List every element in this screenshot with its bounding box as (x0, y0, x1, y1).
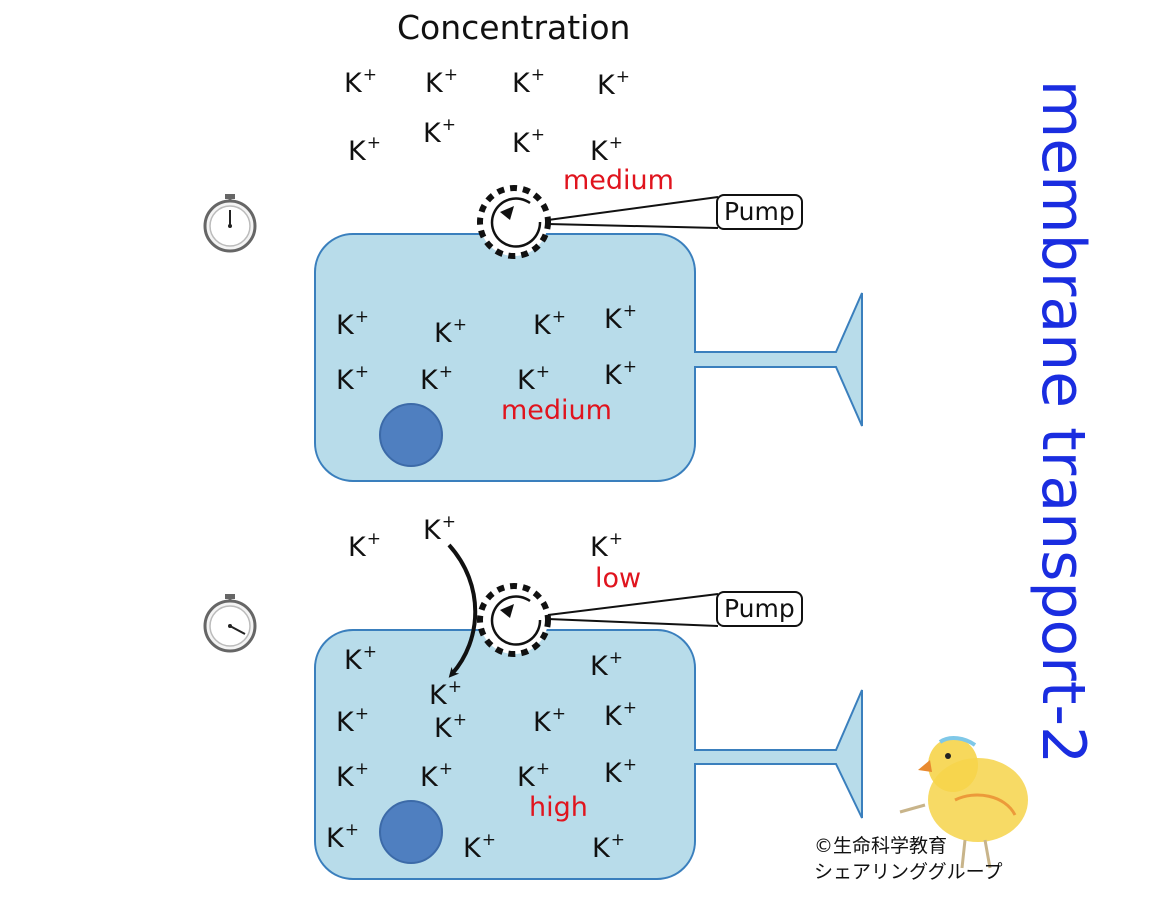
diagram-title: Concentration (397, 8, 631, 47)
copyright-line-1: ©生命科学教育 (814, 835, 948, 857)
panel-1-inside-level: medium (501, 395, 612, 426)
ion-p1-in-3: K+ (533, 307, 566, 341)
cell-1-nucleus (379, 403, 443, 467)
ion-p2-in-11: K+ (604, 755, 637, 789)
cell-1-stalk (691, 292, 863, 427)
diffusion-arrow (447, 543, 478, 678)
stopwatch-icon-2 (203, 594, 257, 653)
ion-p2-out-1: K+ (348, 529, 381, 563)
ion-p2-in-10: K+ (517, 759, 550, 793)
ion-p1-out-3: K+ (512, 65, 545, 99)
ion-p1-in-8: K+ (604, 357, 637, 391)
ion-p2-in-4: K+ (336, 704, 369, 738)
pump-label-2: Pump (716, 591, 803, 627)
ion-p2-in-12: K+ (326, 820, 359, 854)
pump-label-1: Pump (716, 194, 803, 230)
cell-2-stalk (691, 689, 863, 819)
ion-p2-out-3: K+ (590, 529, 623, 563)
panel-1-outside-level: medium (563, 165, 674, 196)
cell-1-body (314, 233, 696, 482)
ion-p1-in-2: K+ (434, 315, 467, 349)
ion-p2-in-13: K+ (463, 830, 496, 864)
ion-p1-out-8: K+ (590, 133, 623, 167)
panel-2-inside-level: high (529, 792, 588, 823)
ion-p2-in-7: K+ (604, 698, 637, 732)
ion-p1-in-4: K+ (604, 301, 637, 335)
ion-p1-in-5: K+ (336, 362, 369, 396)
cell-2-nucleus (379, 800, 443, 864)
ion-p1-out-5: K+ (348, 133, 381, 167)
ion-p1-out-7: K+ (512, 125, 545, 159)
ion-p2-in-8: K+ (336, 759, 369, 793)
ion-p1-in-7: K+ (517, 362, 550, 396)
ion-p2-in-6: K+ (533, 704, 566, 738)
cell-2 (314, 629, 863, 880)
pump-rotation-icon-2 (490, 595, 542, 646)
ion-p2-in-14: K+ (592, 830, 625, 864)
copyright-line-2: シェアリンググループ (814, 861, 1003, 883)
ion-p1-out-1: K+ (344, 65, 377, 99)
panel-2-outside-level: low (595, 563, 642, 594)
ion-p2-in-3: K+ (429, 677, 462, 711)
copyright-notice: ©生命科学教育 シェアリンググループ (814, 833, 1002, 885)
ion-p2-in-2: K+ (590, 648, 623, 682)
ion-p1-out-6: K+ (423, 115, 456, 149)
ion-p2-in-5: K+ (434, 710, 467, 744)
ion-p2-in-1: K+ (344, 642, 377, 676)
stopwatch-icon (203, 194, 257, 253)
ion-p2-in-9: K+ (420, 759, 453, 793)
pump-rotation-icon (490, 197, 542, 248)
ion-p1-out-2: K+ (425, 65, 458, 99)
ion-p2-out-2: K+ (423, 512, 456, 546)
ion-p1-out-4: K+ (597, 67, 630, 101)
ion-p1-in-1: K+ (336, 307, 369, 341)
pump-1 (477, 185, 719, 259)
ion-p1-in-6: K+ (420, 362, 453, 396)
chick-illustration (899, 736, 1028, 869)
cell-1 (314, 233, 863, 482)
pump-2 (477, 583, 719, 657)
side-title: membrane transport-2 (1028, 79, 1098, 765)
